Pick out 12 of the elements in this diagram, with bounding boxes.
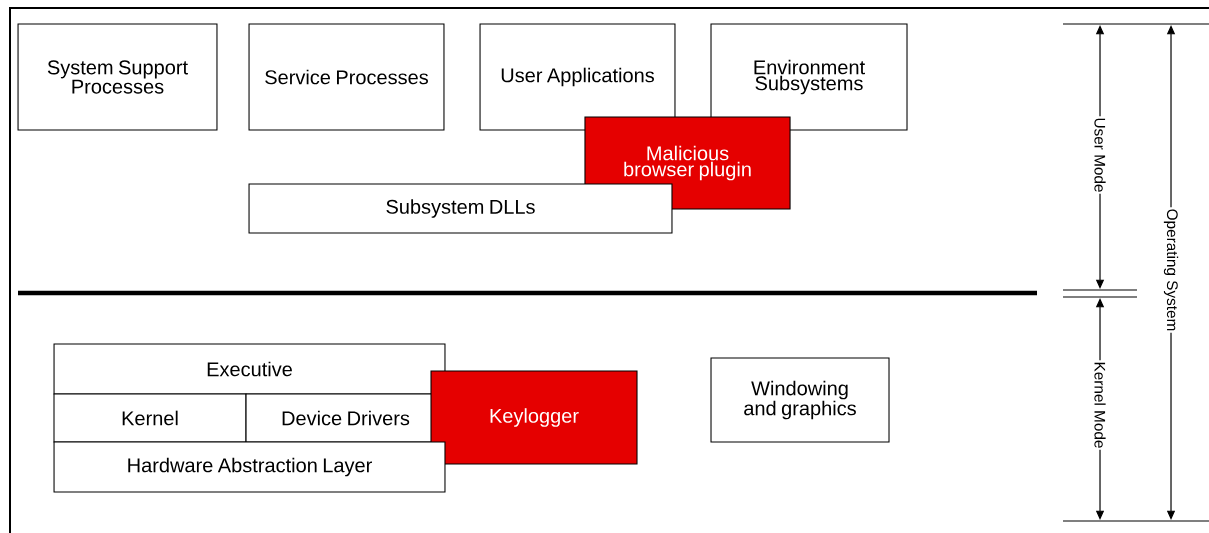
- component-box: Device Drivers: [245, 393, 446, 443]
- component-box: System Support Processes: [17, 23, 218, 131]
- component-box: Windowing and graphics: [710, 357, 890, 443]
- component-box: User Applications: [479, 23, 676, 131]
- component-box: Kernel: [53, 393, 247, 443]
- dimension-label: Kernel Mode: [1093, 360, 1107, 450]
- component-box: Environment Subsystems: [710, 23, 908, 131]
- component-box: Service Processes: [248, 23, 445, 131]
- component-box: Subsystem DLLs: [248, 183, 673, 234]
- dimension-label: User Mode: [1093, 116, 1107, 194]
- dimension-label: Operating System: [1162, 207, 1180, 333]
- highlight-box: Keylogger: [430, 370, 638, 465]
